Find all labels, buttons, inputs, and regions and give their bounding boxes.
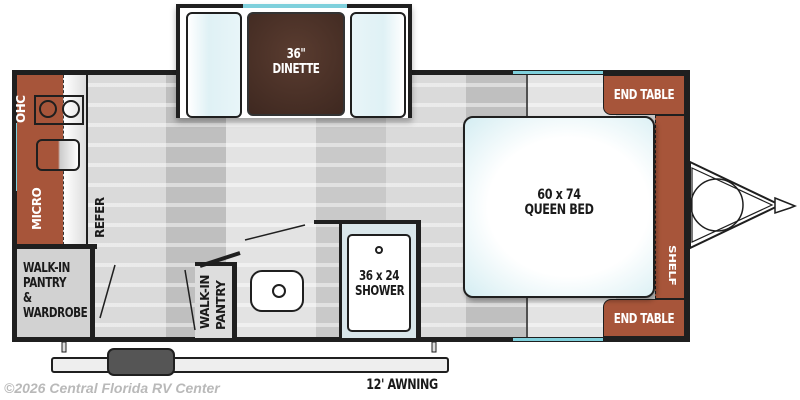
dinette-table: 36" DINETTE <box>247 12 345 116</box>
coupler-icon <box>774 196 798 215</box>
dinette-label: DINETTE <box>272 62 320 77</box>
shelf <box>655 115 685 299</box>
shower: 36 x 24 SHOWER <box>342 224 416 338</box>
window-top <box>513 71 603 74</box>
pantry-wardrobe-label: PANTRY & <box>23 276 67 306</box>
pantry-door <box>184 269 196 331</box>
pantry-wardrobe-label: WALK-IN <box>23 261 70 276</box>
drain-icon <box>375 246 383 254</box>
window-bottom <box>513 338 603 341</box>
dinette-label-size: 36" <box>286 47 306 62</box>
shower-label: SHOWER <box>355 284 405 299</box>
bath-door <box>244 224 306 241</box>
bath-wall-right <box>416 220 421 338</box>
end-table-top: END TABLE <box>603 75 685 115</box>
awning-arm <box>431 341 437 353</box>
awning-label: 12' AWNING <box>366 377 438 393</box>
hitch-frame-inner <box>691 167 774 243</box>
kitchen-wall <box>17 244 97 249</box>
shower-wall <box>339 224 342 338</box>
hitch-frame <box>689 160 783 250</box>
pantry-wardrobe-label: WARDROBE <box>23 306 88 321</box>
pantry-wall <box>199 251 241 268</box>
dinette-bench-right <box>350 12 406 118</box>
bed-label: QUEEN BED <box>524 202 594 218</box>
end-table-bottom-label: END TABLE <box>613 312 675 327</box>
entry-step <box>107 348 175 376</box>
awning-arm <box>61 341 67 353</box>
shower-size: 36 x 24 <box>358 269 400 284</box>
toilet-bowl-icon <box>272 284 286 298</box>
wall-right <box>685 70 690 342</box>
window-dinette <box>243 4 347 8</box>
burner-icon <box>39 100 57 118</box>
queen-bed: 60 x 74 QUEEN BED <box>463 116 655 298</box>
wardrobe-door <box>99 264 116 319</box>
end-table-bottom: END TABLE <box>603 299 685 337</box>
wall-bottom <box>12 337 690 342</box>
end-table-top-label: END TABLE <box>613 88 675 103</box>
shelf-label: SHELF <box>666 244 678 286</box>
burner-icon <box>62 100 80 118</box>
pantry-wardrobe: WALK-IN PANTRY & WARDROBE <box>17 249 95 337</box>
dinette-bench-left <box>186 12 242 118</box>
shower-pan: 36 x 24 SHOWER <box>347 234 411 332</box>
walkin-pantry <box>195 262 237 338</box>
spare-tire-icon <box>690 178 744 232</box>
wall-top-left <box>12 70 178 75</box>
bath-wall <box>314 220 420 224</box>
copyright: ©2026 Central Florida RV Center <box>4 380 220 396</box>
toilet <box>250 270 304 312</box>
bed-size: 60 x 74 <box>537 187 581 203</box>
wall-left <box>12 70 17 342</box>
sink <box>36 139 80 171</box>
stove <box>34 95 84 125</box>
